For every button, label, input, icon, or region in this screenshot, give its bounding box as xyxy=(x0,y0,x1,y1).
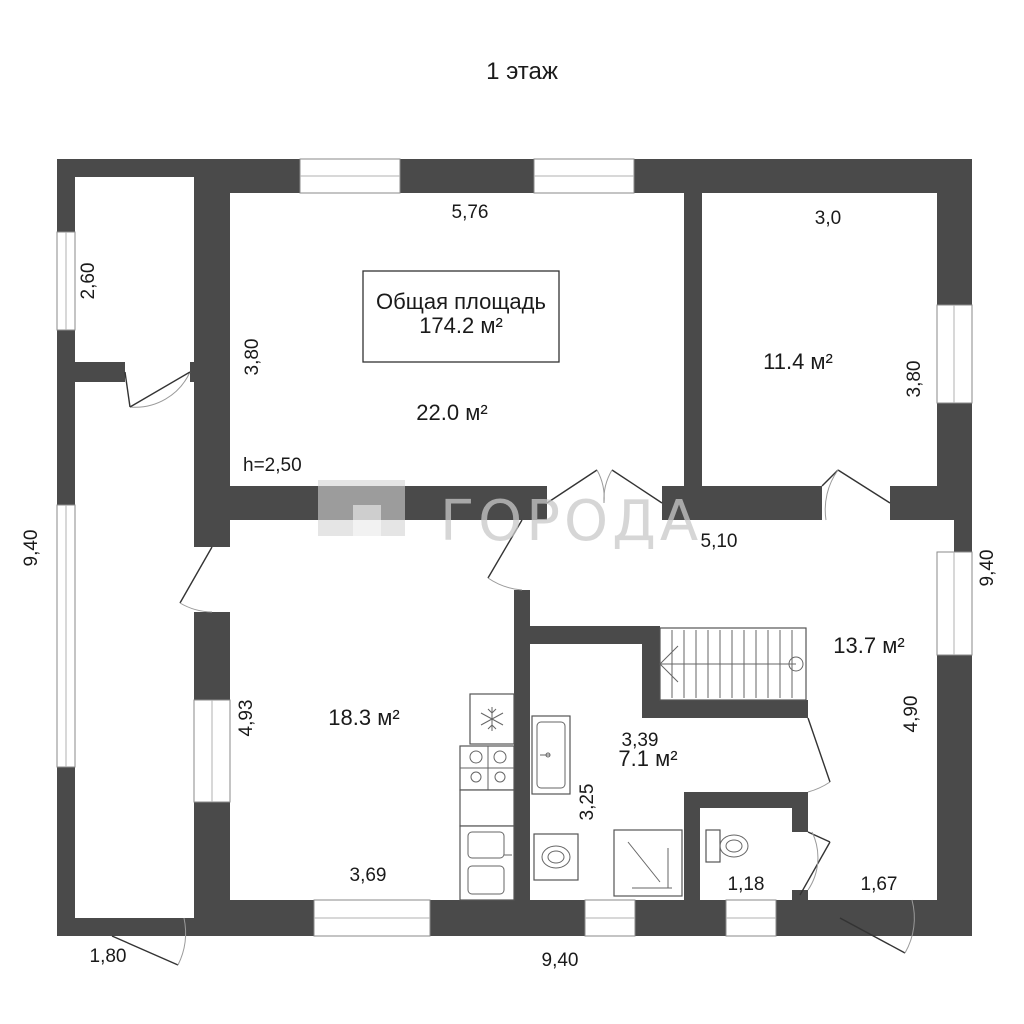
watermark-text: ГОРОДА xyxy=(440,489,702,554)
windows xyxy=(56,158,973,937)
bathroom-depth: 3,25 xyxy=(577,784,598,821)
door-corridor-kitchen xyxy=(179,546,213,613)
washer-icon xyxy=(533,833,579,881)
stove-icon xyxy=(459,745,515,791)
window-hall-east xyxy=(936,551,973,656)
bedroom-depth: 3,80 xyxy=(904,361,925,398)
bathroom-fixtures xyxy=(531,715,749,897)
window-kitchen-south xyxy=(313,899,431,937)
floor-title: 1 этаж xyxy=(486,58,558,85)
bedroom-width: 3,0 xyxy=(815,208,841,229)
bath-sink-icon xyxy=(531,715,571,795)
door-bedroom xyxy=(821,469,891,521)
door-hall-west xyxy=(487,519,523,591)
door-storage xyxy=(124,371,191,408)
kitchen-depth: 4,93 xyxy=(236,700,257,737)
living-depth: 3,80 xyxy=(242,339,263,376)
stairs-icon xyxy=(659,627,807,701)
door-living xyxy=(546,469,663,504)
snowflake-icon xyxy=(480,707,504,731)
window-top-left xyxy=(299,158,401,194)
hall-area: 13.7 м² xyxy=(833,633,904,658)
corridor-width: 1,80 xyxy=(90,946,127,967)
window-bedroom-east xyxy=(936,304,973,404)
storage-depth: 2,60 xyxy=(78,263,99,300)
toilet-icon xyxy=(705,829,749,863)
outer-bottom-dim: 9,40 xyxy=(542,950,579,971)
doors xyxy=(111,371,915,966)
outer-right-dim: 9,40 xyxy=(977,550,998,587)
sink-icon xyxy=(459,825,515,901)
living-width: 5,76 xyxy=(452,202,489,223)
total-area-value: 174.2 м² xyxy=(419,313,503,338)
kitchen-width: 3,69 xyxy=(350,865,387,886)
fridge xyxy=(469,693,515,745)
hall-width: 5,10 xyxy=(701,531,738,552)
total-area-label: Общая площадь xyxy=(376,289,546,314)
bathroom-width: 3,39 xyxy=(622,730,659,751)
window-left-corridor xyxy=(56,504,76,768)
total-area-box: Общая площадь 174.2 м² xyxy=(362,270,560,363)
door-stairs xyxy=(807,717,831,793)
living-area: 22.0 м² xyxy=(416,400,487,425)
window-kitchen-west xyxy=(193,699,231,803)
vestibule-width: 1,67 xyxy=(861,874,898,895)
bathroom-area: 7.1 м² xyxy=(618,746,677,771)
door-wc xyxy=(799,831,831,896)
watermark: ГОРОДА xyxy=(318,480,702,554)
hall-depth: 4,90 xyxy=(901,696,922,733)
room-labels: 22.0 м² 5,76 3,80 h=2,50 11.4 м² 3,0 3,8… xyxy=(78,202,925,967)
kitchen-fixtures xyxy=(459,693,515,901)
shower-icon xyxy=(613,829,683,897)
door-corridor-exit xyxy=(111,917,187,966)
kitchen-area: 18.3 м² xyxy=(328,705,399,730)
outer-dimensions: 9,40 9,40 9,40 xyxy=(21,530,998,971)
door-entrance xyxy=(839,899,915,954)
window-left-storage xyxy=(56,231,76,331)
counter xyxy=(459,789,515,827)
bedroom-area: 11.4 м² xyxy=(763,349,833,374)
window-wc-south xyxy=(725,899,777,937)
outer-left-dim: 9,40 xyxy=(21,530,42,567)
ceiling-height: h=2,50 xyxy=(243,455,302,476)
window-top-right xyxy=(533,158,635,194)
window-bath-south xyxy=(584,899,636,937)
wc-width: 1,18 xyxy=(728,874,765,895)
